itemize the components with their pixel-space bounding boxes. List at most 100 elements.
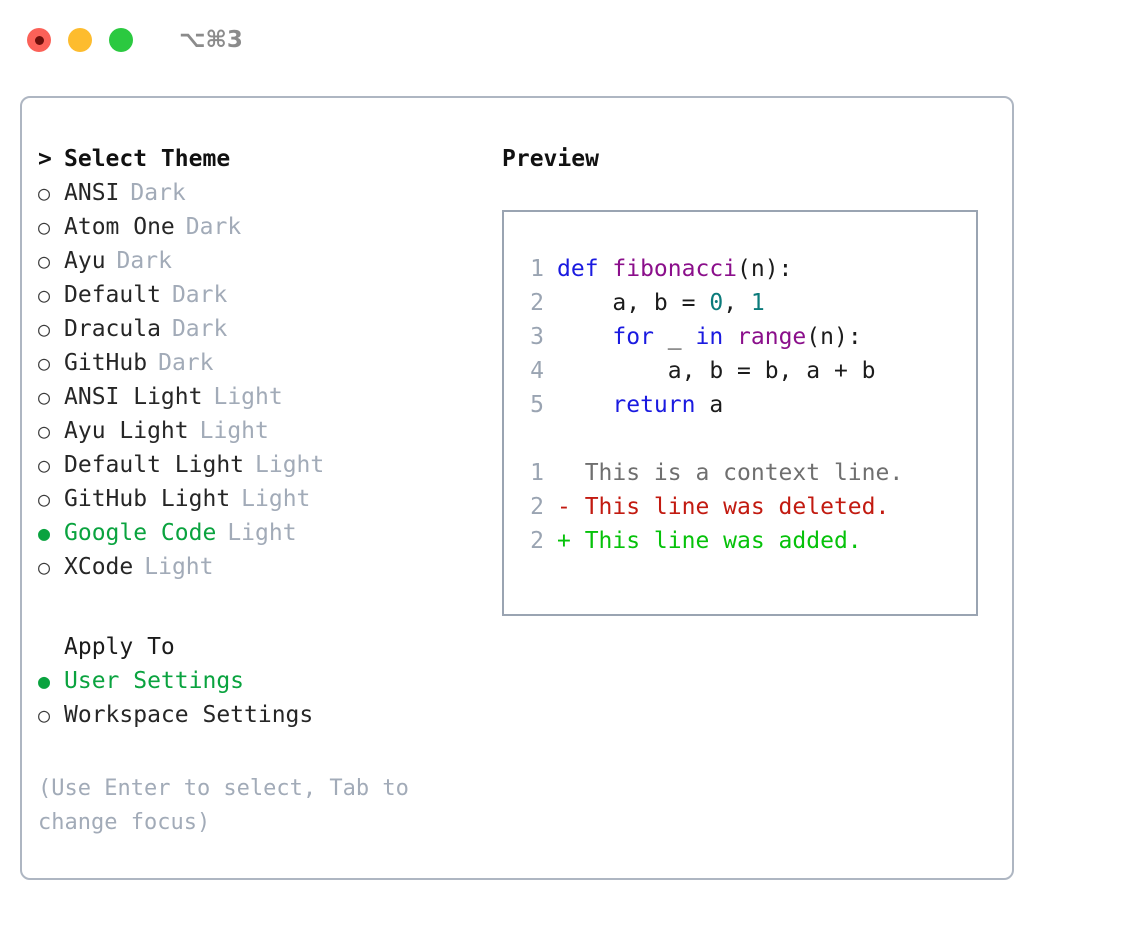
line-number: 3	[530, 324, 544, 350]
theme-option-label: Google Code	[64, 520, 217, 546]
code-token-ctx: This is a context line.	[557, 460, 904, 486]
code-token-kw: for	[612, 324, 654, 350]
radio-unselected-icon: ○	[38, 249, 51, 273]
keyboard-hint-text: (Use Enter to select, Tab to change focu…	[38, 776, 423, 835]
theme-option-label: GitHub	[64, 350, 148, 376]
apply-to-marker-spacer: ○	[38, 630, 64, 664]
diff-sample: 1 This is a context line. 2 - This line wa…	[518, 456, 976, 558]
theme-option-ayu-light[interactable]: ○ Ayu Light Light	[38, 414, 488, 448]
diff-line: 1 This is a context line.	[518, 456, 976, 490]
code-token-kw: return	[612, 392, 696, 418]
apply-to-option-workspace-settings[interactable]: ○ Workspace Settings	[38, 698, 488, 732]
code-line: 3 for _ in range(n):	[518, 320, 976, 354]
line-number: 4	[530, 358, 544, 384]
preview-title: Preview	[502, 146, 599, 172]
radio-unselected-icon: ○	[38, 487, 51, 511]
line-number: 2	[530, 528, 544, 554]
apply-to-title: Apply To	[64, 634, 175, 660]
theme-option-label: ANSI Light	[64, 384, 203, 410]
diff-line: 2 - This line was deleted.	[518, 490, 976, 524]
radio-unselected-icon: ○	[38, 555, 51, 579]
code-token-txt: _	[653, 324, 696, 350]
code-token-txt: a, b = b, a + b	[557, 358, 876, 384]
select-theme-heading: > Select Theme	[38, 142, 488, 176]
code-line: 4 a, b = b, a + b	[518, 354, 976, 388]
diff-line: 2 + This line was added.	[518, 524, 976, 558]
theme-option-default[interactable]: ○ Default Dark	[38, 278, 488, 312]
theme-option-tag: Dark	[158, 350, 214, 376]
title-bar: ⌥⌘3	[0, 0, 1140, 80]
code-token-del: - This line was deleted.	[557, 494, 890, 520]
line-content: - This line was deleted.	[557, 490, 889, 524]
radio-unselected-icon: ○	[38, 385, 51, 409]
theme-option-tag: Light	[213, 384, 283, 410]
theme-option-tag: Light	[199, 418, 269, 444]
radio-unselected-icon: ○	[38, 453, 51, 477]
code-token-txt	[557, 392, 612, 418]
minimize-button-icon[interactable]	[68, 28, 92, 52]
radio-unselected-icon: ○	[38, 283, 51, 307]
theme-option-label: Ayu Light	[64, 418, 189, 444]
keyboard-shortcut-label: ⌥⌘3	[179, 27, 243, 53]
code-line: 5 return a	[518, 388, 976, 422]
theme-option-tag: Dark	[171, 282, 228, 308]
code-token-txt: a	[695, 392, 724, 418]
theme-option-tag: Light	[255, 452, 325, 478]
line-content: for _ in range(n):	[557, 320, 861, 354]
code-token-txt	[723, 324, 737, 350]
theme-option-label: ANSI	[64, 180, 120, 206]
code-token-num: 0	[709, 290, 724, 316]
apply-to-option-user-settings[interactable]: ● User Settings	[38, 664, 488, 698]
theme-option-tag: Dark	[116, 248, 172, 274]
radio-unselected-icon: ○	[38, 703, 51, 727]
theme-option-label: Default	[64, 282, 161, 308]
line-content: return a	[557, 388, 723, 422]
code-diff-spacer	[518, 422, 976, 456]
traffic-light-buttons	[27, 28, 133, 52]
line-content: + This line was added.	[557, 524, 862, 558]
theme-option-default-light[interactable]: ○ Default Light Light	[38, 448, 488, 482]
line-number: 1	[530, 460, 544, 486]
theme-option-github[interactable]: ○ GitHub Dark	[38, 346, 488, 380]
select-theme-title: Select Theme	[64, 146, 231, 172]
apply-to-option-label: Workspace Settings	[64, 702, 314, 728]
close-button-icon[interactable]	[27, 28, 51, 52]
radio-unselected-icon: ○	[38, 317, 51, 341]
theme-option-label: Default Light	[64, 452, 245, 478]
radio-unselected-icon: ○	[38, 351, 51, 375]
theme-option-ansi-light[interactable]: ○ ANSI Light Light	[38, 380, 488, 414]
recording-dot-icon	[34, 35, 44, 45]
radio-unselected-icon: ○	[38, 181, 51, 205]
code-token-txt	[557, 324, 612, 350]
apply-to-option-label: User Settings	[64, 668, 245, 694]
theme-option-label: Atom One	[64, 214, 175, 240]
code-line: 2 a, b = 0, 1	[518, 286, 976, 320]
radio-selected-icon: ●	[38, 669, 51, 693]
theme-option-tag: Light	[227, 520, 297, 546]
maximize-button-icon[interactable]	[109, 28, 133, 52]
theme-option-label: XCode	[64, 554, 134, 580]
theme-option-tag: Light	[241, 486, 311, 512]
line-content: This is a context line.	[557, 456, 904, 490]
radio-unselected-icon: ○	[38, 419, 51, 443]
code-token-txt: a, b =	[557, 290, 710, 316]
line-number: 2	[530, 494, 544, 520]
code-token-kw: in	[695, 324, 724, 350]
section-spacer	[38, 584, 488, 630]
radio-unselected-icon: ○	[38, 215, 51, 239]
line-content: a, b = b, a + b	[557, 354, 876, 388]
